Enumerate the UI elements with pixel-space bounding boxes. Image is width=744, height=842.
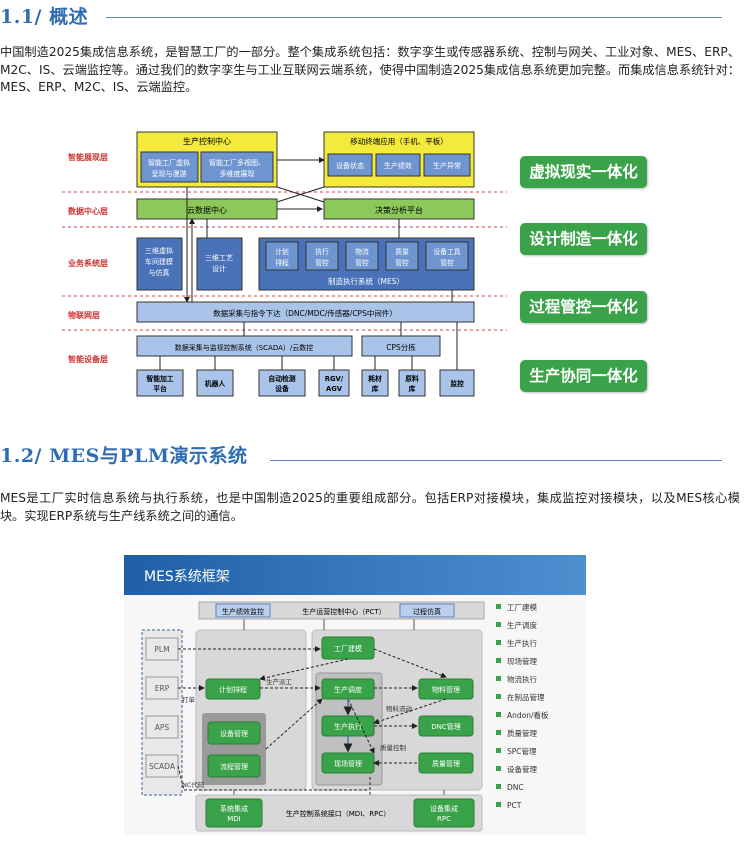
- svg-text:库: 库: [372, 384, 379, 393]
- svg-text:系统集成: 系统集成: [220, 804, 248, 813]
- svg-text:NC代码: NC代码: [182, 780, 205, 789]
- svg-text:生产派工: 生产派工: [266, 677, 293, 686]
- svg-text:工厂建模: 工厂建模: [507, 602, 537, 612]
- svg-text:管控: 管控: [395, 258, 409, 267]
- mes-framework-title: MES系统框架: [144, 569, 230, 585]
- layer-label-presentation: 智能展现层: [68, 152, 108, 162]
- section-title-mes-plm: 1.2/ MES与PLM演示系统: [0, 445, 248, 467]
- cloud-data-center: 云数据中心: [187, 205, 227, 215]
- svg-text:质量管理: 质量管理: [432, 759, 460, 768]
- svg-text:PLM: PLM: [154, 645, 169, 654]
- layer-label-business: 业务系统层: [68, 258, 108, 268]
- svg-text:质量管理: 质量管理: [507, 728, 537, 738]
- svg-text:三维虚拟: 三维虚拟: [145, 246, 173, 255]
- svg-text:设计: 设计: [212, 264, 226, 273]
- svg-text:物流执行: 物流执行: [507, 674, 537, 684]
- svg-text:排程: 排程: [275, 258, 289, 267]
- svg-text:现场管理: 现场管理: [334, 759, 362, 768]
- svg-text:打单: 打单: [182, 695, 196, 704]
- svg-text:管控: 管控: [440, 258, 454, 267]
- svg-text:Andon/看板: Andon/看板: [507, 710, 549, 720]
- bottom-interface-bar: 生产控制系统接口（MDI、RPC）: [286, 809, 390, 818]
- svg-text:SPC管理: SPC管理: [507, 746, 537, 756]
- svg-text:设备集成: 设备集成: [430, 804, 458, 813]
- svg-text:流程管理: 流程管理: [220, 762, 248, 771]
- svg-text:库: 库: [409, 384, 416, 393]
- svg-text:RGV/: RGV/: [325, 375, 344, 383]
- svg-text:自动检测: 自动检测: [268, 374, 295, 383]
- pill-virtual-reality: 虚拟现实一体化: [520, 156, 647, 188]
- svg-text:物料管理: 物料管理: [432, 685, 460, 694]
- iot-bar: 数据采集与指令下达（DNC/MDC/传感器/CPS中间件）: [213, 308, 397, 318]
- svg-text:MDI: MDI: [227, 815, 241, 823]
- svg-text:物流: 物流: [355, 247, 369, 256]
- svg-text:计划排程: 计划排程: [219, 685, 247, 694]
- svg-text:车间建模: 车间建模: [145, 257, 173, 266]
- svg-text:智能工厂虚拟: 智能工厂虚拟: [148, 158, 190, 167]
- svg-text:生产调度: 生产调度: [334, 685, 362, 694]
- svg-text:与仿真: 与仿真: [149, 268, 170, 277]
- svg-text:生产调度: 生产调度: [507, 620, 537, 630]
- svg-text:三维工艺: 三维工艺: [205, 253, 233, 262]
- svg-text:管控: 管控: [315, 258, 329, 267]
- svg-text:智能工厂多视图、: 智能工厂多视图、: [209, 158, 265, 167]
- pill-process-control: 过程管控一体化: [520, 291, 647, 323]
- svg-text:SCADA: SCADA: [149, 762, 176, 771]
- mes-label: 制造执行系统（MES）: [328, 276, 404, 286]
- layer-label-datacenter: 数据中心层: [68, 206, 108, 216]
- integration-architecture-diagram: 智能展现层 数据中心层 业务系统层 物联网层 智能设备层 生产控制中心 智能工厂…: [62, 131, 507, 397]
- mes-paragraph: MES是工厂实时信息系统与执行系统，也是中国制造2025的重要组成部分。包括ER…: [0, 491, 740, 523]
- svg-text:质量控制: 质量控制: [380, 743, 407, 752]
- mes-framework-diagram: MES系统框架 生产绩效监控 生产运营控制中心（PCT） 过程仿真 PLM ER…: [124, 555, 586, 835]
- pill-production-collab: 生产协同一体化: [520, 360, 647, 392]
- overview-paragraph: 中国制造2025集成信息系统，是智慧工厂的一部分。整个集成系统包括：数字孪生或传…: [0, 45, 740, 94]
- svg-text:工厂建模: 工厂建模: [334, 644, 362, 653]
- svg-text:AGV: AGV: [326, 385, 343, 393]
- svg-text:DNC管理: DNC管理: [431, 722, 461, 731]
- svg-text:生产绩效: 生产绩效: [384, 161, 412, 170]
- section-title-overview: 1.1/ 概述: [0, 6, 89, 28]
- svg-text:生产执行: 生产执行: [334, 722, 362, 731]
- layer-label-devices: 智能设备层: [68, 354, 108, 364]
- svg-text:监控: 监控: [450, 379, 464, 388]
- svg-text:机器人: 机器人: [205, 379, 226, 388]
- section-divider: [106, 17, 722, 18]
- mobile-title: 移动终端应用（手机、平板）: [350, 136, 448, 146]
- svg-text:质量: 质量: [395, 247, 409, 256]
- svg-text:原料: 原料: [405, 374, 419, 383]
- svg-text:过程仿真: 过程仿真: [413, 607, 441, 616]
- svg-text:现场管理: 现场管理: [507, 656, 537, 666]
- svg-text:智能加工: 智能加工: [146, 374, 173, 383]
- svg-text:生产绩效监控: 生产绩效监控: [222, 607, 264, 616]
- svg-text:DNC: DNC: [507, 783, 524, 792]
- svg-text:APS: APS: [155, 723, 170, 732]
- svg-text:生产运营控制中心（PCT）: 生产运营控制中心（PCT）: [302, 607, 385, 616]
- prod-center-title: 生产控制中心: [183, 136, 231, 146]
- pill-design-manufacture: 设计制造一体化: [520, 223, 647, 255]
- svg-text:生产执行: 生产执行: [507, 638, 537, 648]
- svg-text:呈现与漫游: 呈现与漫游: [152, 169, 187, 178]
- svg-text:管控: 管控: [355, 258, 369, 267]
- cps-bar: CPS分拣: [386, 342, 416, 352]
- svg-text:设备: 设备: [275, 384, 289, 393]
- svg-text:设备工具: 设备工具: [433, 247, 460, 256]
- svg-text:多维度展现: 多维度展现: [220, 169, 255, 178]
- svg-text:设备管理: 设备管理: [507, 764, 537, 774]
- svg-text:ERP: ERP: [155, 684, 170, 693]
- svg-text:生产异常: 生产异常: [433, 161, 461, 170]
- svg-text:计划: 计划: [275, 247, 289, 256]
- svg-text:物料流动: 物料流动: [386, 704, 413, 713]
- svg-text:设备管理: 设备管理: [220, 729, 248, 738]
- layer-label-iot: 物联网层: [68, 310, 100, 320]
- svg-text:执行: 执行: [315, 247, 329, 256]
- svg-text:平台: 平台: [153, 384, 167, 393]
- svg-text:在制品管理: 在制品管理: [507, 692, 545, 702]
- svg-text:耗材: 耗材: [368, 374, 382, 383]
- decision-platform: 决策分析平台: [375, 205, 423, 215]
- scada-bar: 数据采集与监视控制系统（SCADA）/云数控: [175, 343, 314, 352]
- svg-text:PCT: PCT: [507, 801, 522, 810]
- section-divider: [270, 460, 722, 461]
- svg-text:RPC: RPC: [437, 815, 451, 823]
- svg-text:设备状态: 设备状态: [336, 161, 364, 170]
